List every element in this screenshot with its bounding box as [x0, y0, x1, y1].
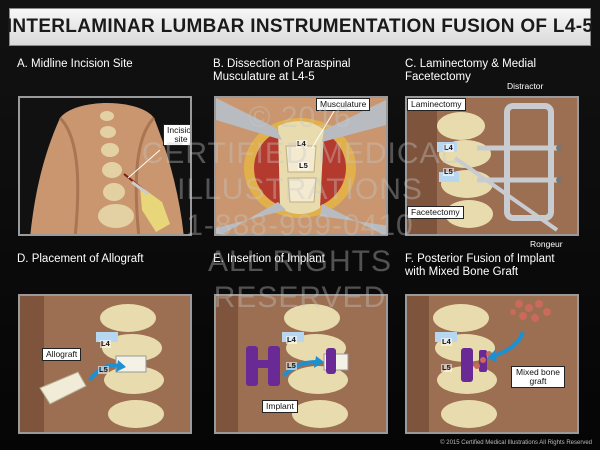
level-l5-label: L5: [298, 161, 309, 170]
panel-e-image: L4 L5 Implant: [214, 294, 388, 434]
implant-illustration: [216, 296, 386, 432]
panel-a-image: Incision site: [18, 96, 192, 236]
panel-a-label: A. Midline Incision Site: [17, 58, 133, 71]
back-illustration: [20, 98, 190, 234]
panel-f-label-line-2: with Mixed Bone Graft: [405, 266, 519, 278]
rongeur-label: Rongeur: [530, 239, 563, 249]
panel-d-label-line: D. Placement of Allograft: [17, 253, 144, 265]
posterior-fusion-illustration: [407, 296, 577, 432]
panel-f-label: F. Posterior Fusion of Implant with Mixe…: [405, 253, 555, 279]
title-banner: INTERLAMINAR LUMBAR INSTRUMENTATION FUSI…: [6, 8, 594, 46]
panel-f-image: L4 L5 Mixed bone graft: [405, 294, 579, 434]
level-l4-label: L4: [441, 337, 452, 346]
panel-c-label-line-2: Facetectomy: [405, 71, 471, 83]
panel-f-label-line-1: F. Posterior Fusion of Implant: [405, 253, 555, 265]
distractor-label: Distractor: [507, 81, 544, 91]
panel-b-label-line-1: B. Dissection of Paraspinal: [213, 58, 351, 70]
panel-c-label-line-1: C. Laminectomy & Medial: [405, 58, 537, 70]
level-l5-label: L5: [443, 167, 454, 176]
panel-a-label-line: A. Midline Incision Site: [17, 58, 133, 70]
level-l5-label: L5: [98, 365, 109, 374]
panel-e-label-line: E. Insertion of Implant: [213, 253, 325, 265]
level-l4-label: L4: [286, 335, 297, 344]
panel-c-label: C. Laminectomy & Medial Facetectomy: [405, 58, 536, 84]
allograft-illustration: [20, 296, 190, 432]
laminectomy-callout: Laminectomy: [407, 98, 466, 111]
level-l5-label: L5: [286, 361, 297, 370]
musculature-callout: Musculature: [316, 98, 371, 111]
level-l4-label: L4: [443, 143, 454, 152]
figure-title: INTERLAMINAR LUMBAR INSTRUMENTATION FUSI…: [6, 16, 594, 37]
facetectomy-callout: Facetectomy: [407, 206, 464, 219]
level-l5-label: L5: [441, 363, 452, 372]
panel-b-label: B. Dissection of Paraspinal Musculature …: [213, 58, 350, 84]
implant-callout: Implant: [262, 400, 298, 413]
level-l4-label: L4: [100, 339, 111, 348]
panel-e-label: E. Insertion of Implant: [213, 253, 325, 266]
copyright-notice: © 2015 Certified Medical Illustrations A…: [440, 440, 592, 446]
panel-d-label: D. Placement of Allograft: [17, 253, 144, 266]
panel-c-image: L4 L5 Laminectomy Facetectomy: [405, 96, 579, 236]
incision-site-callout: Incision site: [163, 124, 190, 146]
panel-b-label-line-2: Musculature at L4-5: [213, 71, 315, 83]
allograft-callout: Allograft: [42, 348, 82, 361]
panel-d-image: L4 L5 Allograft: [18, 294, 192, 434]
mixed-bone-graft-callout: Mixed bone graft: [511, 366, 565, 388]
level-l4-label: L4: [296, 139, 307, 148]
panel-b-image: L4 L5 Musculature: [214, 96, 388, 236]
